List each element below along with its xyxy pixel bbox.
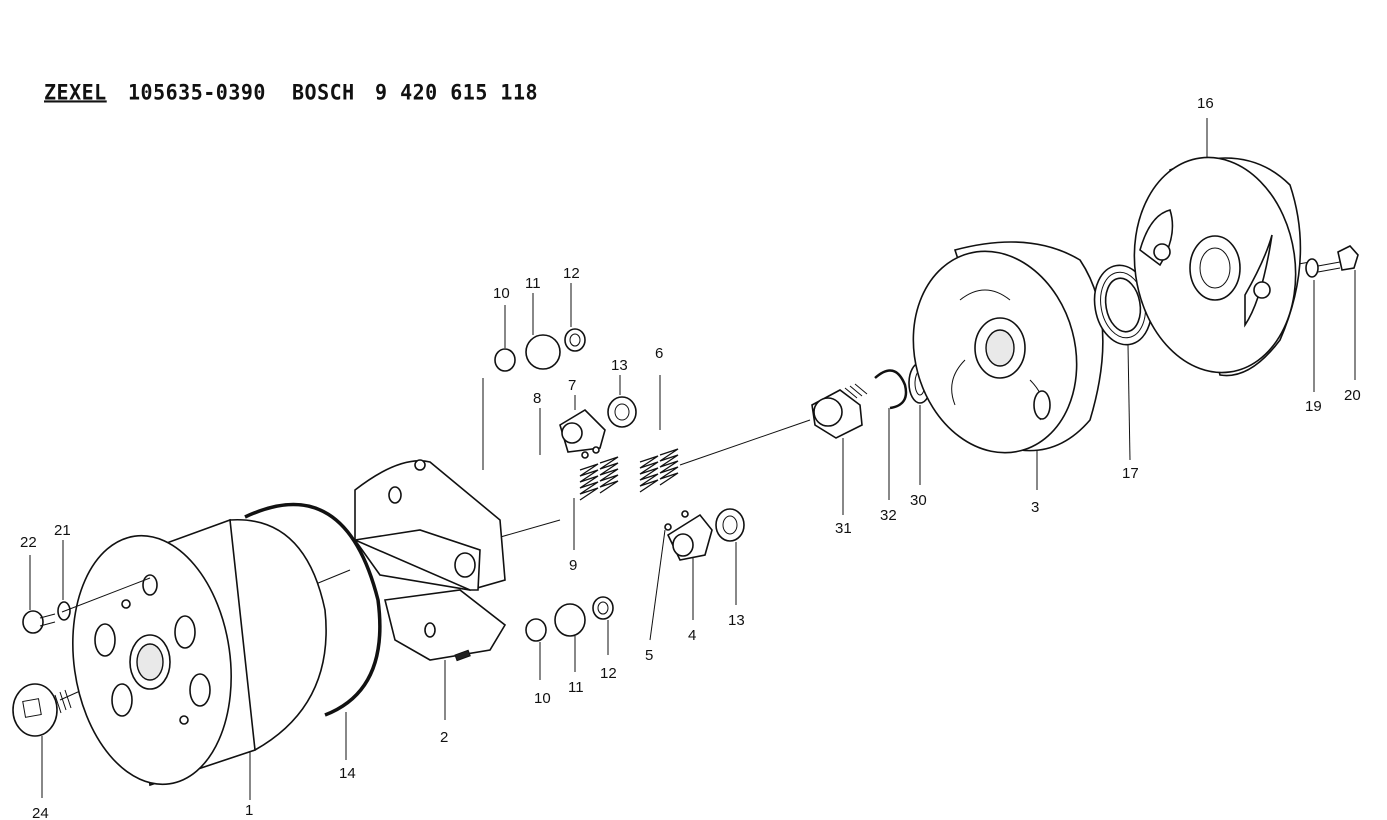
callout-3: 3 <box>1031 499 1039 516</box>
zexel-part-number: 105635-0390 <box>128 79 266 105</box>
part-19-washer <box>1305 258 1319 278</box>
callout-5: 5 <box>645 647 653 664</box>
callout-13-upper: 13 <box>611 357 628 374</box>
callout-labels: 1 2 3 4 5 6 7 8 9 10 10 11 11 12 12 13 1… <box>20 95 1361 820</box>
part-24-plug <box>12 683 72 737</box>
leader-lines <box>29 118 1356 800</box>
callout-32: 32 <box>880 507 897 524</box>
callout-13-lower: 13 <box>728 612 745 629</box>
callout-19: 19 <box>1305 398 1322 415</box>
callout-2: 2 <box>440 729 448 746</box>
callout-22: 22 <box>20 534 37 551</box>
part-22-screw <box>22 610 56 634</box>
part-31-plug <box>811 383 868 439</box>
part-1-housing <box>72 518 327 787</box>
callout-17: 17 <box>1122 465 1139 482</box>
bosch-part-number: 9 420 615 118 <box>375 79 539 105</box>
callout-10-upper: 10 <box>493 285 510 302</box>
brand-bosch: BOSCH <box>292 79 355 105</box>
callout-20: 20 <box>1344 387 1361 404</box>
callout-11-upper: 11 <box>525 275 541 292</box>
part-6-springs <box>639 448 679 493</box>
brand-zexel: ZEXEL <box>44 79 107 105</box>
callout-14: 14 <box>339 765 356 782</box>
callout-1: 1 <box>245 802 253 819</box>
callout-4: 4 <box>688 627 696 644</box>
callout-16: 16 <box>1197 95 1214 112</box>
part-16-cover <box>1133 156 1302 377</box>
callout-21: 21 <box>54 522 71 539</box>
part-32-circlip <box>874 369 908 410</box>
callout-24: 24 <box>32 805 49 820</box>
callout-7: 7 <box>568 377 576 394</box>
flyweight-lower <box>664 508 745 561</box>
callout-30: 30 <box>910 492 927 509</box>
flyweight-upper <box>559 396 637 459</box>
part-9-springs <box>579 456 619 501</box>
callout-8: 8 <box>533 390 541 407</box>
callout-9: 9 <box>569 557 577 574</box>
part-14-snap-ring <box>244 502 382 717</box>
callout-12-lower: 12 <box>600 665 617 682</box>
callout-12-upper: 12 <box>563 265 580 282</box>
part-3-flange <box>912 241 1104 454</box>
part-2-hub <box>352 459 507 662</box>
callout-6: 6 <box>655 345 663 362</box>
callout-31: 31 <box>835 520 852 537</box>
part-20-bolt <box>1317 245 1359 273</box>
spacer-set-lower <box>525 596 614 642</box>
callout-11-lower: 11 <box>568 679 584 696</box>
callout-10-lower: 10 <box>534 690 551 707</box>
spacer-set-upper <box>482 328 586 470</box>
